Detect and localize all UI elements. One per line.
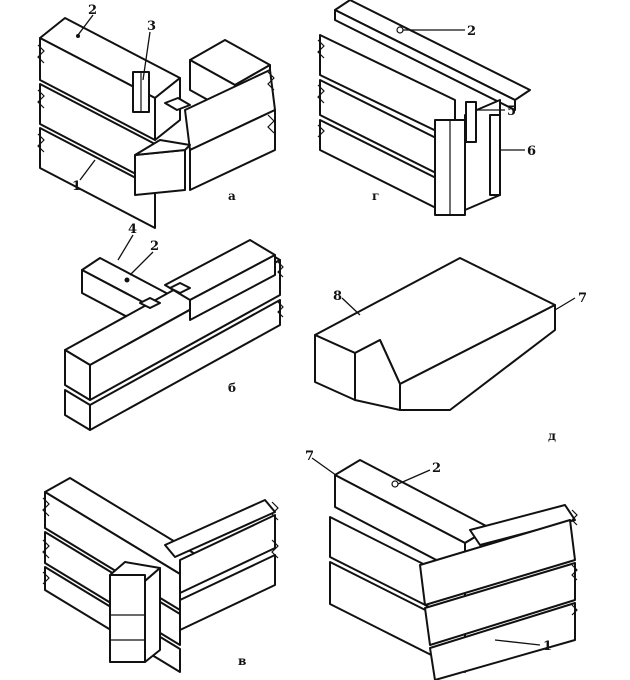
callout-7-d: 7 xyxy=(578,291,587,306)
panel-letter-a: а xyxy=(228,189,236,203)
callout-1-e: 1 xyxy=(543,639,552,654)
panel-e-corner-with-tenon: 7 2 1 xyxy=(305,449,578,680)
panel-g-post-joint: 2 5 6 г xyxy=(317,0,536,216)
callout-2-e: 2 xyxy=(432,461,441,476)
callout-6-g: 6 xyxy=(527,144,536,159)
callout-4-b: 4 xyxy=(128,222,137,237)
callout-2-g: 2 xyxy=(467,24,476,39)
panel-letter-d: д xyxy=(548,429,556,443)
panel-a-corner-joint: 2 3 1 а xyxy=(37,3,276,229)
callout-8-d: 8 xyxy=(333,289,342,304)
callout-2-a: 2 xyxy=(88,3,97,18)
callout-5-g: 5 xyxy=(507,104,516,119)
callout-2-b: 2 xyxy=(150,239,159,254)
panel-letter-v: в xyxy=(238,654,246,668)
callout-1-a: 1 xyxy=(72,179,81,194)
panel-d-l-shaped-block: 8 7 д xyxy=(314,257,587,443)
callout-7-e: 7 xyxy=(305,449,314,464)
panel-v-cross-corner: в xyxy=(42,477,279,673)
callout-3-a: 3 xyxy=(147,19,156,34)
panel-b-t-joint: 4 2 б xyxy=(64,222,284,431)
panel-letter-b: б xyxy=(228,381,236,395)
panel-letter-g: г xyxy=(372,189,379,203)
